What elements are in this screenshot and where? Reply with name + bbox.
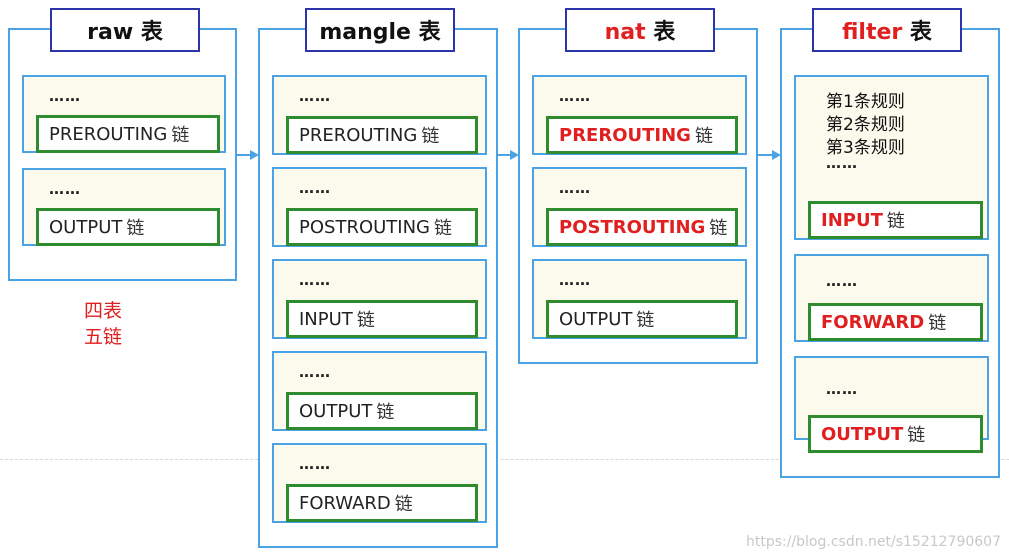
- ellipsis: ……: [826, 272, 858, 290]
- nat-table-title: nat 表: [565, 8, 715, 52]
- summary-note: 四表 五链: [84, 298, 122, 350]
- ellipsis: ……: [299, 87, 331, 105]
- background-dashed-line: [0, 459, 1009, 460]
- rule-list: 第1条规则 第2条规则 第3条规则 ……: [826, 91, 905, 171]
- filter-table-title: filter 表: [812, 8, 962, 52]
- ellipsis: ……: [299, 455, 331, 473]
- ellipsis: ……: [299, 271, 331, 289]
- ellipsis: ……: [559, 271, 591, 289]
- ellipsis: ……: [49, 87, 81, 105]
- ellipsis: ……: [826, 380, 858, 398]
- flow-arrow-icon: [237, 150, 259, 160]
- rule-item: 第3条规则: [826, 138, 905, 158]
- rule-item: 第2条规则: [826, 115, 905, 135]
- raw-table-title: raw 表: [50, 8, 200, 52]
- note-line: 五链: [84, 326, 123, 348]
- flow-arrow-icon: [497, 150, 519, 160]
- ellipsis: ……: [299, 363, 331, 381]
- note-line: 四表: [84, 300, 123, 322]
- rule-item: 第1条规则: [826, 92, 905, 112]
- ellipsis: ……: [49, 180, 81, 198]
- ellipsis: ……: [559, 179, 591, 197]
- watermark: https://blog.csdn.net/s15212790607: [745, 534, 1001, 550]
- ellipsis: ……: [299, 179, 331, 197]
- flow-arrow-icon: [757, 150, 781, 160]
- mangle-table-title: mangle 表: [305, 8, 455, 52]
- ellipsis: ……: [826, 154, 858, 172]
- ellipsis: ……: [559, 87, 591, 105]
